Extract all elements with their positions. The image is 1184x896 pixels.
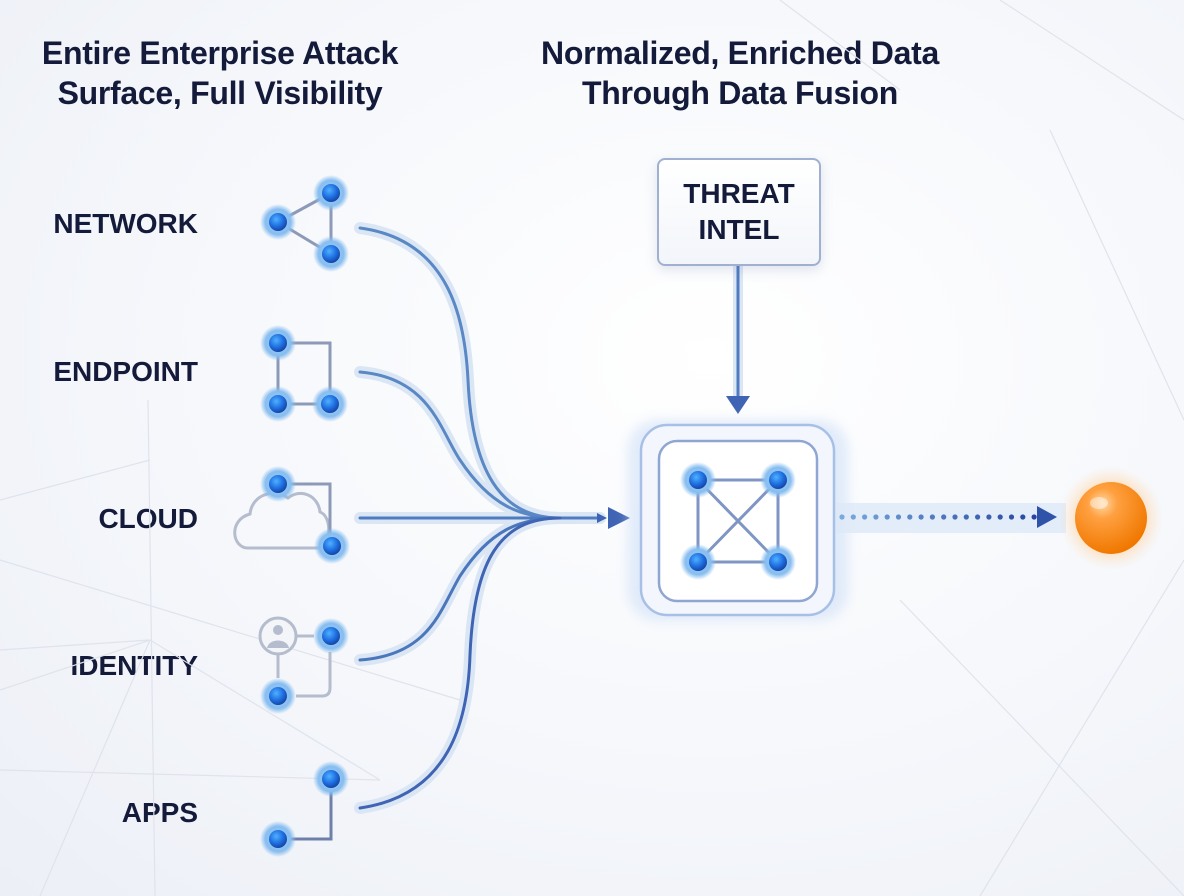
flow-halo-apps: [354, 512, 566, 814]
output-arrow-dot: [963, 514, 969, 520]
output-arrow-dots: [839, 514, 1037, 520]
output-arrow-dot: [952, 514, 958, 520]
output-arrow-dot: [986, 514, 992, 520]
output-arrow-dot: [1031, 514, 1037, 520]
identity-node: [313, 618, 349, 654]
threat-intel-line-2: INTEL: [698, 214, 780, 245]
identity-node: [260, 678, 296, 714]
flow-line-network: [358, 226, 562, 520]
endpoint-node: [312, 386, 348, 422]
output-arrow-dot: [850, 514, 856, 520]
orange-sphere-icon: [1059, 466, 1163, 570]
right-heading-line-2: Through Data Fusion: [581, 75, 899, 111]
mesh-line: [39, 639, 151, 896]
hub-node: [760, 462, 796, 498]
output-arrow-dot: [941, 514, 947, 520]
output-arrow-dot: [839, 514, 845, 520]
output-arrow-dot: [975, 514, 981, 520]
mesh-line: [0, 559, 461, 701]
right-heading: Normalized, Enriched Data Through Data F…: [510, 33, 970, 113]
left-heading-line-2: Surface, Full Visibility: [57, 75, 383, 111]
mesh-line: [899, 599, 1184, 896]
apps-node: [260, 821, 296, 857]
source-label-network: NETWORK: [53, 208, 198, 239]
hub-node: [680, 544, 716, 580]
flow-line-apps: [358, 516, 562, 810]
flow-halo-identity: [354, 512, 566, 666]
cloud-node: [260, 466, 296, 502]
flow-lines: [358, 226, 607, 810]
hub-node: [760, 544, 796, 580]
mesh-line: [999, 0, 1184, 121]
output-arrow-dot: [1008, 514, 1015, 520]
output-arrow-dot: [895, 514, 902, 520]
threat-intel-arrow: [726, 266, 750, 414]
right-heading-line-1: Normalized, Enriched Data: [541, 35, 939, 71]
threat-intel-box: THREAT INTEL: [657, 158, 821, 266]
endpoint-node: [260, 325, 296, 361]
output-arrow-dot: [997, 514, 1003, 520]
output-arrow-dot: [907, 514, 913, 520]
mesh-line: [0, 639, 151, 691]
source-label-endpoint: ENDPOINT: [53, 356, 198, 387]
mesh-line: [147, 399, 156, 896]
output-arrow: [836, 503, 1066, 533]
network-triangle-icon: [260, 175, 349, 272]
merge-arrow-head-icon: [608, 507, 630, 529]
endpoint-node: [260, 386, 296, 422]
fusion-hub: [628, 420, 848, 620]
arrow-head-icon: [726, 396, 750, 414]
cloud-node: [314, 528, 350, 564]
left-heading: Entire Enterprise Attack Surface, Full V…: [20, 33, 420, 113]
mesh-line: [979, 559, 1184, 896]
hub-node: [680, 462, 716, 498]
output-arrow-dot: [884, 514, 890, 520]
output-arrow-head-icon: [1037, 506, 1057, 528]
mesh-line: [0, 459, 151, 501]
flow-line-endpoint: [358, 370, 562, 520]
flow-halo-endpoint: [354, 366, 566, 524]
apps-node: [313, 761, 349, 797]
output-arrow-dot: [862, 514, 868, 520]
source-label-apps: APPS: [121, 797, 198, 828]
output-arrow-dot: [918, 514, 924, 520]
left-heading-line-1: Entire Enterprise Attack: [41, 35, 399, 71]
fused-mesh-icon: [680, 462, 796, 580]
source-label-cloud: CLOUD: [98, 503, 198, 534]
user-identity-icon: [258, 616, 349, 714]
endpoint-nodes-icon: [260, 325, 348, 422]
mesh-line: [0, 639, 151, 651]
flow-line-identity: [358, 516, 562, 662]
mesh-line: [149, 639, 381, 781]
network-node: [313, 175, 349, 211]
apps-nodes-icon: [260, 761, 349, 857]
cloud-icon: [233, 466, 350, 564]
output-arrow-dot: [873, 514, 879, 520]
network-node: [260, 204, 296, 240]
output-arrow-dot: [1020, 514, 1026, 520]
mesh-line: [1049, 129, 1184, 421]
output-arrow-dot: [929, 514, 936, 520]
threat-intel-line-1: THREAT: [683, 178, 795, 209]
network-node: [313, 236, 349, 272]
mesh-line: [779, 0, 901, 91]
